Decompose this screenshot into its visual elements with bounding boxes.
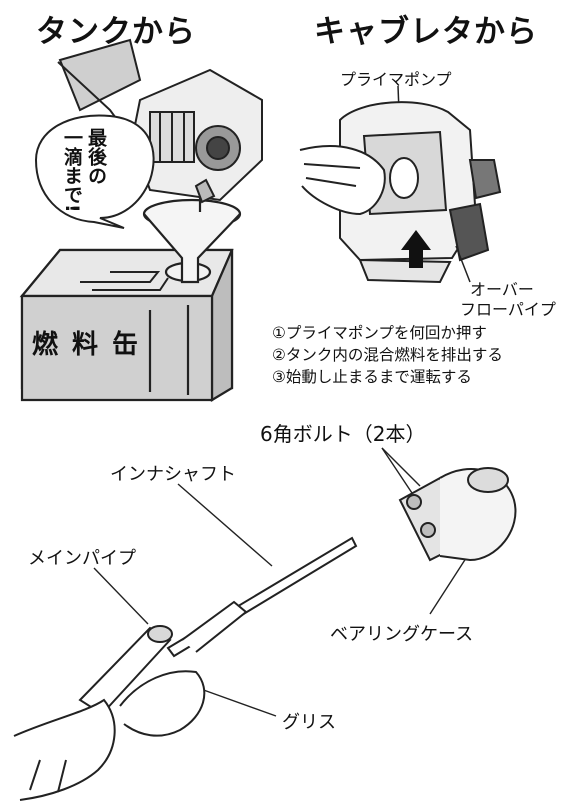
- step-1: ①プライマポンプを何回か押す: [272, 324, 487, 342]
- speech-bubble-line2: 一滴まで!: [61, 128, 83, 213]
- speech-bubble-line1: 最後の: [85, 128, 107, 185]
- speech-bubble-text: 最後の 一滴まで!: [60, 128, 108, 213]
- step-2: ②タンク内の混合燃料を排出する: [272, 346, 503, 364]
- engine-illustration: [57, 38, 263, 204]
- step-3: ③始動し止まるまで運転する: [272, 368, 472, 386]
- bearing-case-label: ベアリングケース: [330, 624, 474, 645]
- primer-pump-label: プライマポンプ: [340, 70, 452, 89]
- fuel-can-illustration: [19, 248, 234, 402]
- heading-from-carburetor: キャブレタから: [314, 14, 538, 50]
- fuel-can-label: 燃料缶: [32, 330, 153, 360]
- speech-bubble: [34, 114, 155, 229]
- carburetor-illustration: [299, 85, 502, 284]
- heading-from-tank: タンクから: [36, 14, 196, 50]
- overflow-pipe-label-line2: フローパイプ: [460, 300, 556, 319]
- lower-illustration: [13, 447, 517, 801]
- main-pipe-label: メインパイプ: [28, 548, 136, 569]
- hex-bolt-label: 6角ボルト（2本）: [260, 422, 426, 446]
- overflow-pipe-label-line1: オーバー: [470, 280, 534, 299]
- grease-label: グリス: [282, 712, 336, 733]
- inner-shaft-label: インナシャフト: [110, 464, 236, 485]
- carburetor-steps: ①プライマポンプを何回か押す ②タンク内の混合燃料を排出する ③始動し止まるまで…: [272, 322, 503, 388]
